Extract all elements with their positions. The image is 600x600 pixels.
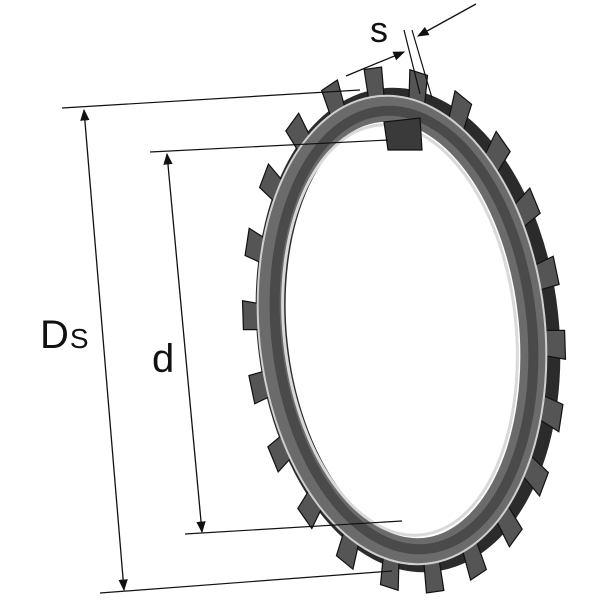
ds-label-sub: S (70, 323, 89, 354)
s-extension-left (403, 29, 421, 95)
ds-extension-bottom (99, 570, 393, 594)
washer-face-shade (269, 105, 539, 555)
ds-extension-top (61, 89, 361, 109)
dimension-d: d (149, 139, 403, 535)
lock-washer (241, 66, 567, 594)
s-arrow-left (345, 51, 406, 77)
d-extension-bottom (184, 520, 403, 535)
ds-dimension-line (80, 108, 128, 592)
s-extension-right (411, 29, 433, 99)
d-label: d (152, 337, 174, 381)
s-arrow-right (416, 3, 477, 37)
washer-outer-edge (256, 94, 548, 566)
washer-inner-tab (383, 117, 423, 151)
ds-label: DS (40, 313, 89, 357)
washer-inner-edge (281, 123, 519, 537)
dimension-s: s (345, 3, 477, 99)
d-extension-top (149, 139, 389, 153)
dimension-ds: DS (40, 89, 393, 594)
d-dimension-line (163, 152, 206, 534)
s-label: s (370, 9, 388, 50)
